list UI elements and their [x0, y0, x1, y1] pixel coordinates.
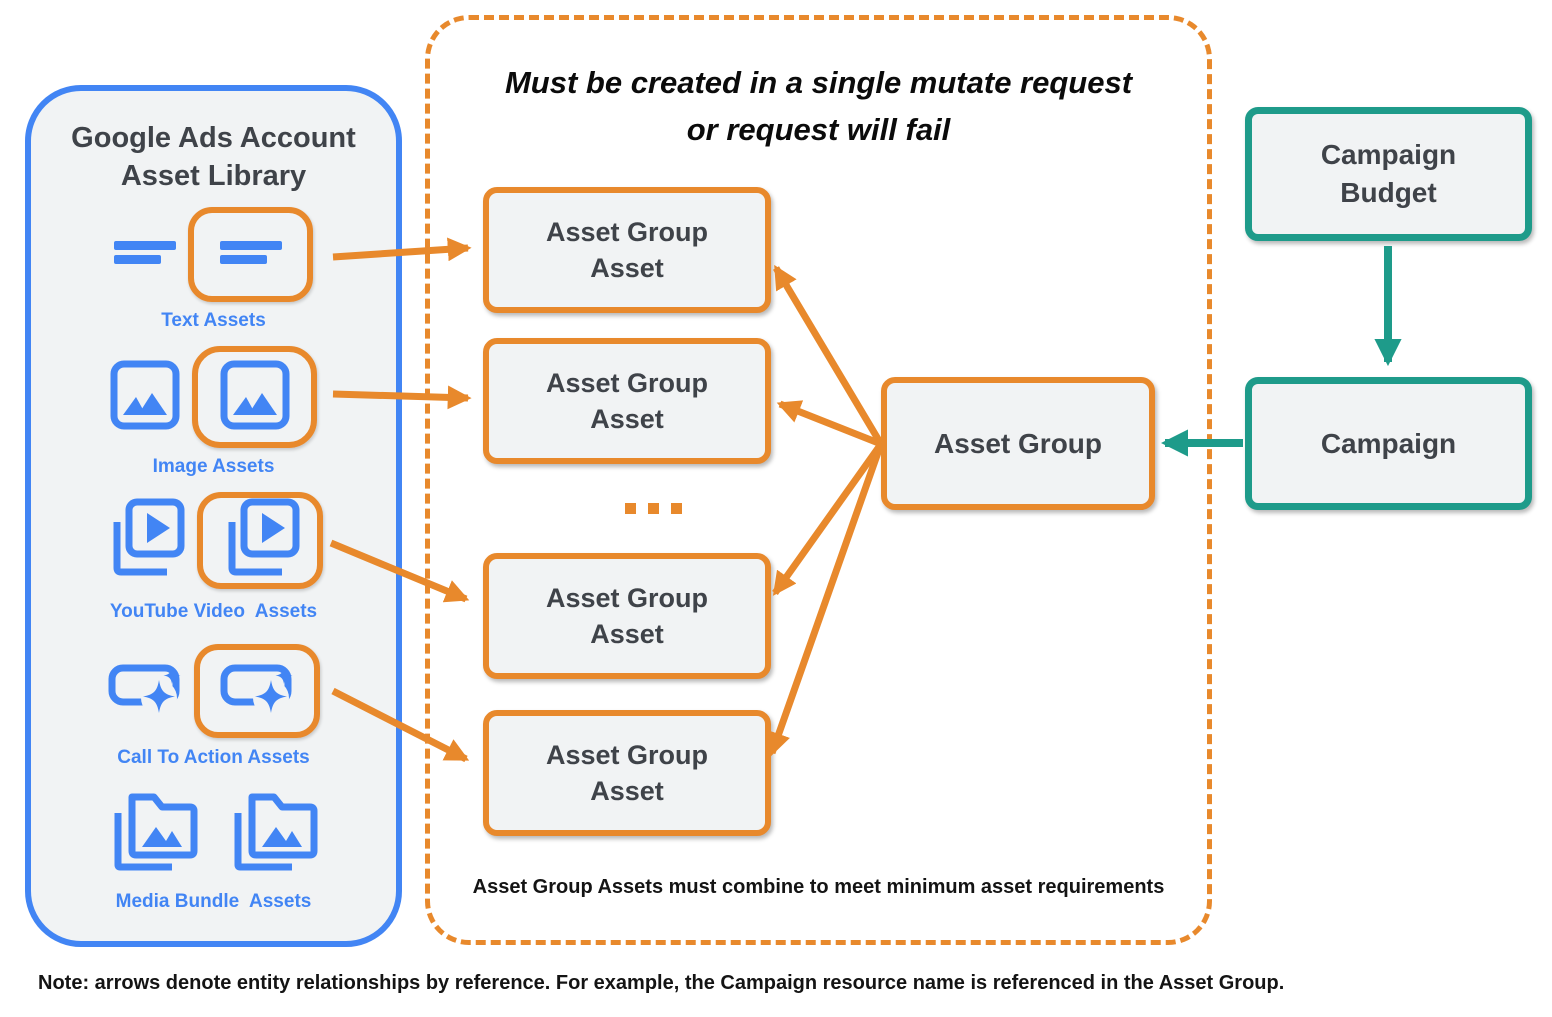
media-bundle-asset-icon: [108, 783, 200, 880]
text-asset-icon: [219, 240, 282, 269]
asset-group-box: Asset Group: [881, 377, 1155, 510]
ellipsis-dot: [647, 503, 659, 514]
campaign-budget-label: Campaign Budget: [1320, 139, 1457, 208]
campaign-budget-box: Campaign Budget: [1245, 107, 1532, 241]
image-asset-icon: [220, 360, 290, 435]
reference-note: Note: arrows denote entity relationships…: [38, 972, 1285, 994]
asset-group-asset-box-3: Asset Group Asset: [483, 553, 771, 679]
library-title-line2: Asset Library: [120, 160, 307, 193]
library-title: Google Ads Account Asset Library: [31, 119, 396, 196]
more-assets-ellipsis: [483, 503, 823, 514]
library-row-image-assets: [31, 346, 396, 448]
asset-group-asset-label: Asset Group Asset: [545, 739, 709, 806]
mutate-panel-footnote: Asset Group Assets must combine to meet …: [472, 876, 1165, 898]
library-row-text-assets: [31, 205, 396, 303]
asset-group-asset-box-1: Asset Group Asset: [483, 187, 771, 313]
image-assets-label: Image Assets: [152, 456, 275, 477]
asset-library-panel: Google Ads Account Asset Library Text As…: [25, 85, 402, 947]
youtube-assets-label: YouTube Video Assets: [109, 601, 318, 622]
mutate-title-line1: Must be created in a single mutate reque…: [504, 65, 1133, 100]
asset-group-asset-box-4: Asset Group Asset: [483, 710, 771, 836]
library-row-media-bundle-assets: [31, 783, 396, 879]
selected-youtube-asset-outline: [196, 491, 323, 589]
call-to-action-asset-icon: [220, 660, 294, 721]
asset-group-asset-box-2: Asset Group Asset: [483, 338, 771, 464]
text-assets-label: Text Assets: [161, 310, 266, 331]
selected-text-asset-outline: [188, 206, 313, 302]
asset-group-asset-label: Asset Group Asset: [545, 216, 709, 283]
campaign-box: Campaign: [1245, 377, 1532, 510]
selected-image-asset-outline: [192, 346, 317, 448]
media-bundle-asset-icon: [228, 783, 320, 880]
asset-group-asset-label: Asset Group Asset: [545, 367, 709, 434]
youtube-video-asset-icon: [220, 496, 300, 585]
text-asset-icon: [114, 240, 176, 269]
image-asset-icon: [110, 360, 180, 435]
media-bundle-assets-label: Media Bundle Assets: [115, 891, 312, 912]
call-to-action-asset-icon: [108, 660, 182, 721]
mutate-title-line2: or request will fail: [686, 111, 951, 147]
selected-cta-asset-outline: [193, 643, 320, 738]
library-row-cta-assets: [31, 643, 396, 738]
asset-group-asset-label: Asset Group Asset: [545, 582, 709, 649]
campaign-label: Campaign: [1320, 427, 1457, 459]
ellipsis-dot: [624, 503, 636, 514]
youtube-video-asset-icon: [105, 496, 185, 585]
library-row-youtube-assets: [31, 491, 396, 589]
ellipsis-dot: [670, 503, 682, 514]
library-title-line1: Google Ads Account: [71, 122, 356, 154]
asset-group-label: Asset Group: [933, 427, 1103, 459]
mutate-panel-title: Must be created in a single mutate reque…: [430, 60, 1207, 153]
cta-assets-label: Call To Action Assets: [117, 747, 310, 768]
